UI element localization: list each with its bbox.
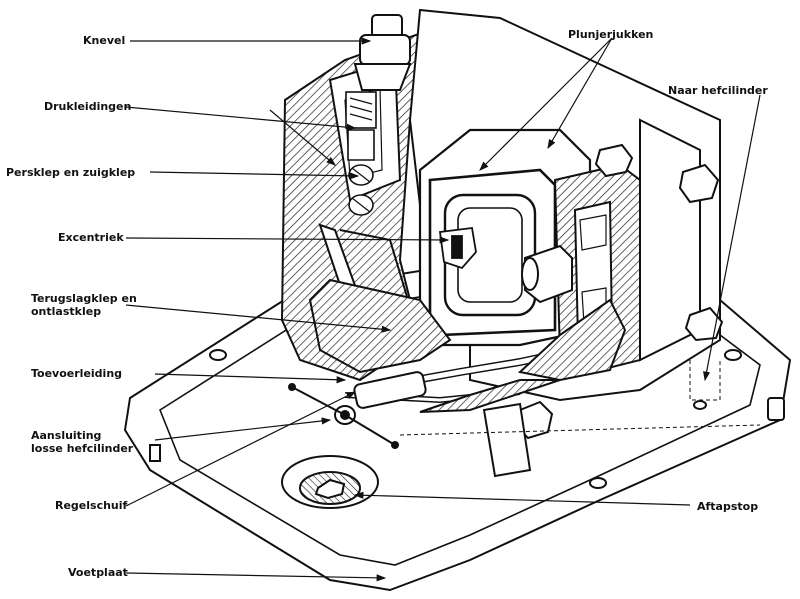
left-valves — [345, 91, 377, 216]
label-plunjerjukken: Plunjerjukken — [568, 28, 654, 41]
label-drukleidingen: Drukleidingen — [44, 100, 132, 113]
label-naar-hefcilinder: Naar hefcilinder — [668, 84, 768, 97]
label-aansluiting-line2: losse hefcilinder — [31, 442, 134, 455]
lower-chamber — [308, 278, 627, 413]
label-aansluiting-line1: Aansluiting — [31, 429, 102, 442]
label-regelschuif: Regelschuif — [55, 499, 128, 512]
label-toevoerleiding: Toevoerleiding — [31, 367, 123, 380]
label-aftapstop: Aftapstop — [697, 500, 759, 513]
label-persklep-zuigklep: Persklep en zuigklep — [6, 166, 136, 179]
label-terugslagklep-line2: ontlastklep — [31, 305, 102, 318]
label-terugslagklep-line1: Terugslagklep en — [31, 292, 137, 305]
front-bolt — [482, 400, 554, 478]
label-voetplaat: Voetplaat — [68, 566, 128, 579]
label-excentriek: Excentriek — [58, 231, 124, 244]
label-knevel: Knevel — [83, 34, 126, 47]
leader-lines — [125, 37, 761, 582]
